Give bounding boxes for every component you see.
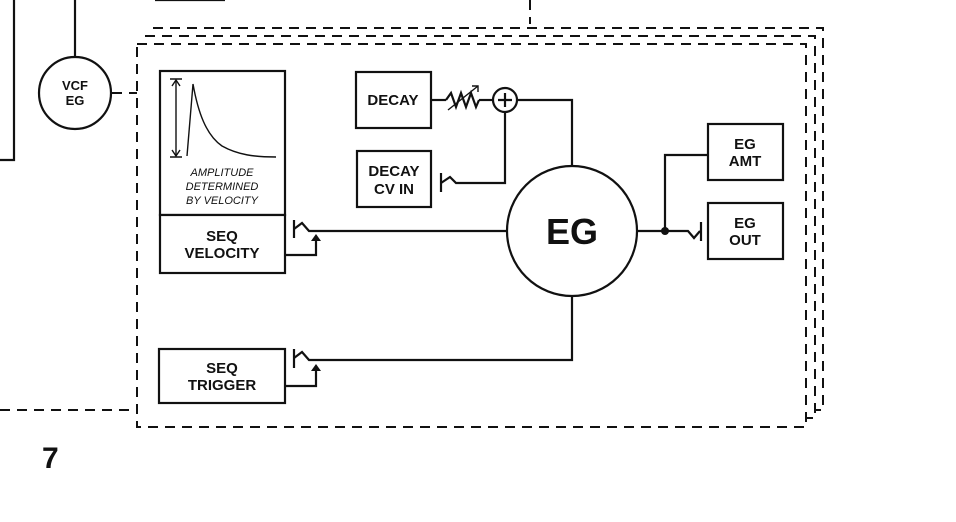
amplitude-note-line2: DETERMINED (186, 181, 259, 193)
eg-out-label-line2: OUT (729, 232, 761, 249)
seq-velocity-label-line2: VELOCITY (184, 245, 259, 262)
seq-velocity-label-line1: SEQ (206, 228, 238, 245)
decay-label: DECAY (367, 92, 418, 109)
seq-trigger-box: SEQ TRIGGER (157, 347, 287, 405)
junction-dot (661, 227, 669, 235)
eg-out-label-line1: EG (734, 215, 756, 232)
envelope-curve-icon (186, 83, 277, 158)
vcf-eg-label-line1: VCF (62, 78, 88, 93)
decay-cv-label-line2: CV IN (374, 181, 414, 198)
seq-trigger-label-line1: SEQ (206, 360, 238, 377)
eg-out-box: EG OUT (706, 201, 785, 261)
eg-node: EG (505, 164, 639, 298)
module-frame (136, 43, 807, 428)
vcf-eg-node: VCF EG (37, 55, 113, 131)
seq-velocity-jack-icon (285, 220, 327, 257)
seq-trigger-jack-icon (285, 349, 327, 388)
amplitude-note-line1: AMPLITUDE (190, 167, 255, 179)
eg-out-jack-icon (680, 222, 703, 241)
decay-cv-jack-icon (439, 173, 462, 192)
amplitude-envelope-panel: AMPLITUDE DETERMINED BY VELOCITY (158, 69, 287, 217)
seq-trigger-label-line2: TRIGGER (188, 377, 257, 394)
decay-cv-in-box: DECAY CV IN (355, 149, 433, 209)
eg-amt-label-line2: AMT (729, 153, 762, 170)
figure-number: 7 (42, 442, 59, 475)
eg-amt-label-line1: EG (734, 136, 756, 153)
decay-cv-label-line1: DECAY (368, 163, 419, 180)
amplitude-note-line3: BY VELOCITY (186, 195, 259, 207)
vcf-eg-label-line2: EG (66, 93, 85, 108)
eg-label: EG (546, 211, 598, 252)
eg-amt-box: EG AMT (706, 122, 785, 182)
summing-node (491, 86, 519, 114)
outer-connections (0, 0, 531, 411)
attenuator-icon (445, 85, 481, 111)
module-frame-stack (136, 27, 824, 428)
decay-knob-box: DECAY (354, 70, 433, 130)
signal-wires (327, 98, 708, 362)
seq-velocity-box: SEQ VELOCITY (158, 213, 287, 275)
